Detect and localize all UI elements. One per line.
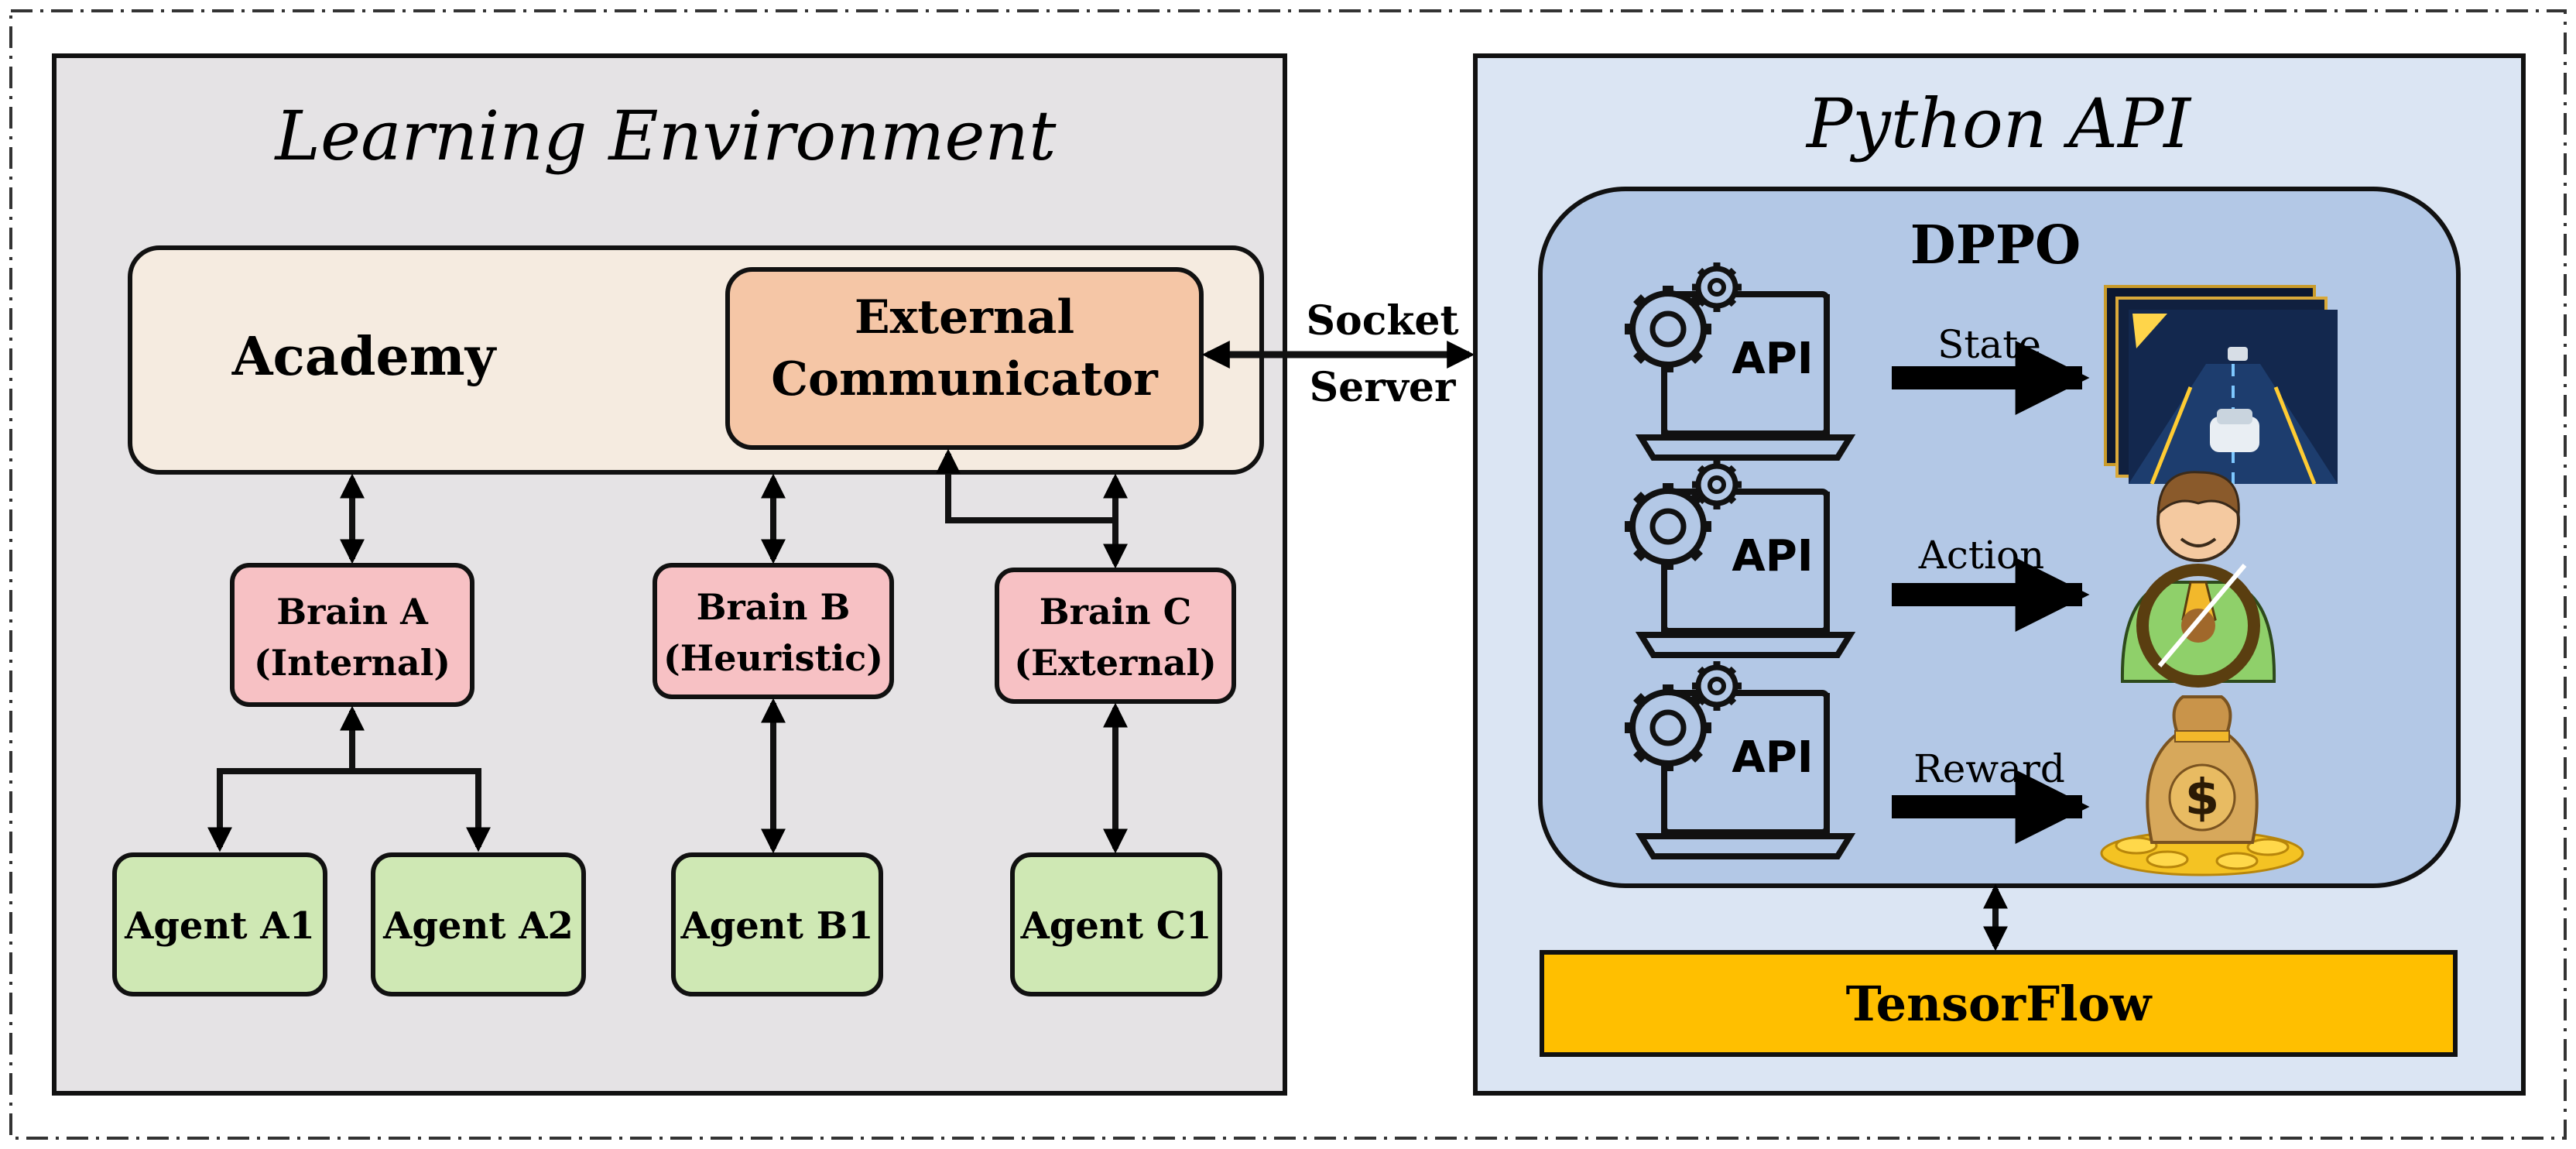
outer-border <box>9 9 2567 1140</box>
brain-b-box <box>653 563 894 699</box>
api-label: API <box>1732 732 1813 783</box>
api-row-action: API Action <box>1625 460 2276 688</box>
tensorflow-label: TensorFlow <box>1846 976 2153 1032</box>
server-label: Server <box>1310 364 1456 411</box>
left-connectors <box>207 448 1128 854</box>
api-label: API <box>1732 531 1813 581</box>
learning-environment-title: Learning Environment <box>274 96 1057 176</box>
action-label: Action <box>1918 533 2045 578</box>
brain-a-line2: (Internal) <box>254 642 450 684</box>
state-label: State <box>1937 322 2041 367</box>
academy-label: Academy <box>231 326 498 388</box>
socket-label: Socket <box>1306 297 1458 345</box>
agent-a2-label: Agent A2 <box>382 904 574 948</box>
svg-text:$: $ <box>2185 770 2220 827</box>
brain-c-line1: Brain C <box>1040 591 1191 633</box>
agent-a1-label: Agent A1 <box>124 904 315 948</box>
brain-b-line1: Brain B <box>697 586 851 628</box>
python-api-title: Python API <box>1805 84 2192 163</box>
agent-a2-box <box>371 852 586 996</box>
agent-b1-box <box>671 852 883 996</box>
brain-b-line2: (Heuristic) <box>663 637 883 679</box>
dppo-label: DPPO <box>1910 214 2081 276</box>
communicator-line2: Communicator <box>771 352 1159 406</box>
agent-a1-box <box>112 852 327 996</box>
external-communicator-box <box>725 267 1204 450</box>
driving-scene-image <box>2104 285 2338 485</box>
api-label: API <box>1732 334 1813 384</box>
agent-b1-label: Agent B1 <box>680 904 873 948</box>
brain-a-split <box>207 768 491 852</box>
brain-a-line1: Brain A <box>276 591 429 633</box>
brain-c-box <box>995 568 1236 704</box>
api-row-state: API State <box>1625 262 2338 485</box>
driver-steering-wheel-image <box>2120 471 2276 688</box>
reward-label: Reward <box>1913 746 2065 791</box>
money-bag-image: $ <box>2100 695 2304 876</box>
agent-c1-label: Agent C1 <box>1020 904 1212 948</box>
agent-c1-box <box>1010 852 1222 996</box>
tensorflow-bar <box>1540 950 2458 1057</box>
communicator-line1: External <box>855 290 1074 345</box>
brain-a-box <box>230 563 474 707</box>
api-row-reward: API Reward $ <box>1625 661 2304 876</box>
brain-c-line2: (External) <box>1014 642 1217 684</box>
